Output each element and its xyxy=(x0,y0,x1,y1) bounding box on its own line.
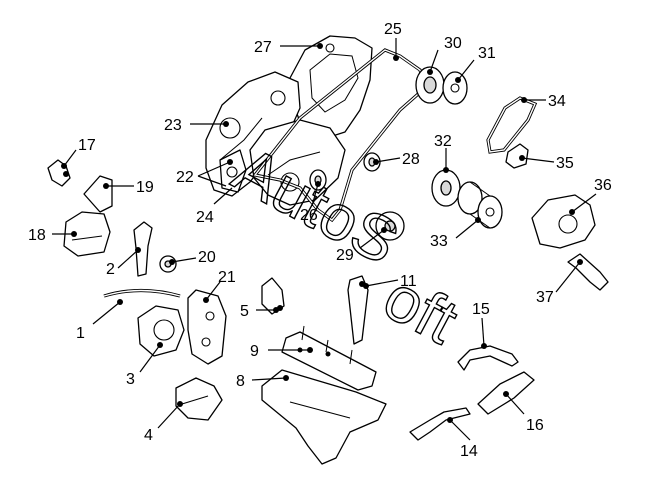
callout-3: 3 xyxy=(126,342,163,388)
part-2-sensor-pipe xyxy=(133,221,153,277)
part-4-unit xyxy=(175,377,223,421)
callout-21: 21 xyxy=(203,269,236,303)
callout-28: 28 xyxy=(373,151,420,168)
callout-22: 22 xyxy=(176,159,233,187)
svg-text:16: 16 xyxy=(526,417,544,434)
svg-text:15: 15 xyxy=(472,301,490,318)
svg-text:23: 23 xyxy=(164,117,182,134)
callout-37: 37 xyxy=(536,259,583,306)
callout-31: 31 xyxy=(455,45,496,83)
svg-text:26: 26 xyxy=(300,207,318,224)
callout-36: 36 xyxy=(569,177,612,215)
svg-text:28: 28 xyxy=(402,151,420,168)
part-1-belt xyxy=(103,288,181,298)
svg-text:36: 36 xyxy=(594,177,612,194)
callout-27: 27 xyxy=(254,39,323,56)
callout-32: 32 xyxy=(434,133,452,173)
callout-11: 11 xyxy=(363,273,417,290)
svg-text:31: 31 xyxy=(478,45,496,62)
callout-8: 8 xyxy=(236,373,289,390)
callout-25: 25 xyxy=(384,21,402,61)
callout-15: 15 xyxy=(472,301,490,349)
svg-text:18: 18 xyxy=(28,227,46,244)
part-29-sleeve xyxy=(375,211,405,241)
watermark-text-b: oft xyxy=(372,261,469,358)
part-3-pump xyxy=(137,305,185,357)
svg-text:21: 21 xyxy=(218,269,236,286)
callout-29: 29 xyxy=(336,227,387,264)
callout-26: 26 xyxy=(300,181,321,224)
svg-text:30: 30 xyxy=(444,35,462,52)
callout-20: 20 xyxy=(169,249,216,266)
svg-text:5: 5 xyxy=(240,303,249,320)
part-25-timing-belt xyxy=(252,48,427,223)
svg-text:3: 3 xyxy=(126,371,135,388)
part-26-idler xyxy=(309,169,327,191)
svg-text:20: 20 xyxy=(198,249,216,266)
part-5-clamp xyxy=(261,277,285,315)
callout-9: 9 xyxy=(250,343,313,360)
part-30-camshaft-pulley xyxy=(415,66,445,104)
callout-17: 17 xyxy=(61,137,96,169)
part-19-bracket xyxy=(83,175,113,213)
svg-text:4: 4 xyxy=(144,427,153,444)
svg-text:2: 2 xyxy=(106,261,115,278)
svg-text:29: 29 xyxy=(336,247,354,264)
callout-4: 4 xyxy=(144,401,183,444)
part-9-fuel-rail xyxy=(281,325,377,391)
callout-16: 16 xyxy=(503,391,544,434)
part-15-pipe xyxy=(457,345,519,371)
callout-19: 19 xyxy=(103,179,154,196)
callout-24: 24 xyxy=(196,187,233,226)
svg-text:25: 25 xyxy=(384,21,402,38)
part-18-mount xyxy=(63,211,111,257)
callout-2: 2 xyxy=(106,247,141,278)
svg-text:34: 34 xyxy=(548,93,566,110)
part-37-hose xyxy=(567,253,609,291)
callout-23: 23 xyxy=(164,117,229,134)
svg-text:24: 24 xyxy=(196,209,214,226)
svg-text:8: 8 xyxy=(236,373,245,390)
svg-text:1: 1 xyxy=(76,325,85,342)
callout-35: 35 xyxy=(519,155,574,172)
part-22-tensioner xyxy=(219,149,247,193)
svg-text:35: 35 xyxy=(556,155,574,172)
part-35-clip xyxy=(505,143,529,169)
part-32-pulley xyxy=(431,169,461,207)
part-14-pipe xyxy=(409,407,471,441)
part-34-aux-belt xyxy=(486,96,538,154)
svg-text:14: 14 xyxy=(460,443,478,460)
svg-text:33: 33 xyxy=(430,233,448,250)
callout-18: 18 xyxy=(28,227,77,244)
svg-text:22: 22 xyxy=(176,169,194,186)
callout-34: 34 xyxy=(521,93,566,110)
callout-1: 1 xyxy=(76,299,123,342)
part-17-sensor xyxy=(47,159,71,187)
part-21-plate xyxy=(187,289,227,365)
callout-33: 33 xyxy=(430,217,481,250)
part-33-pump-pulley xyxy=(457,181,503,229)
part-8-engine-cover xyxy=(261,369,387,465)
svg-text:19: 19 xyxy=(136,179,154,196)
svg-text:27: 27 xyxy=(254,39,272,56)
part-36-housing xyxy=(531,194,596,249)
svg-text:32: 32 xyxy=(434,133,452,150)
svg-text:17: 17 xyxy=(78,137,96,154)
callout-14: 14 xyxy=(447,417,478,460)
part-31-pulley-disc xyxy=(442,71,468,105)
svg-text:11: 11 xyxy=(400,273,417,290)
callout-30: 30 xyxy=(427,35,462,75)
svg-text:37: 37 xyxy=(536,289,554,306)
svg-text:9: 9 xyxy=(250,343,259,360)
callout-5: 5 xyxy=(240,303,279,320)
